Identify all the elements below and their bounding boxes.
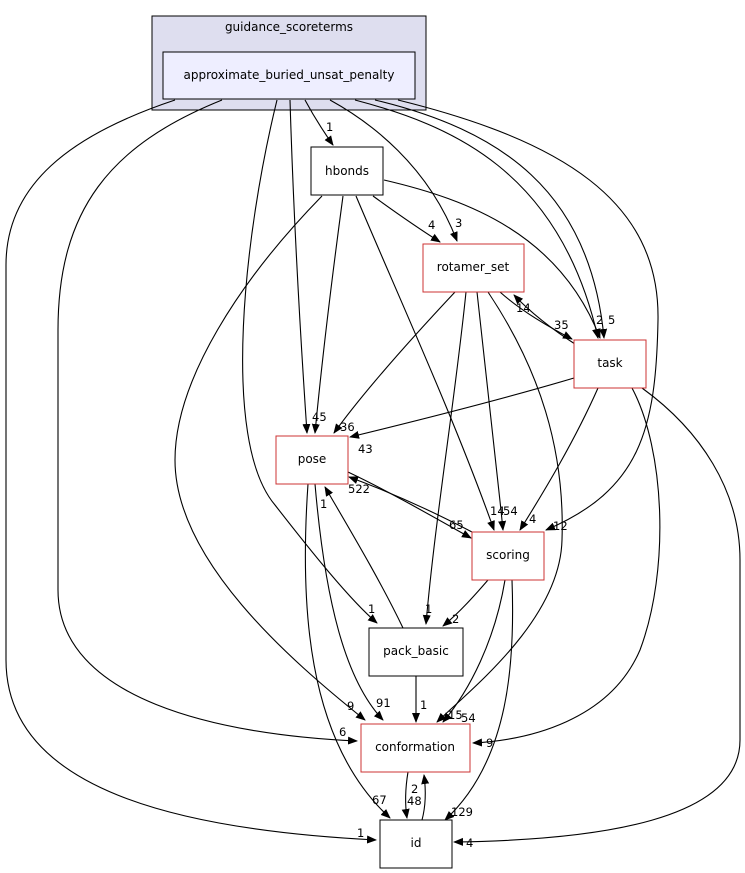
edge-label: 65 [449,518,464,532]
edge-label: 6 [339,725,346,739]
node-id-label: id [411,836,422,850]
edge-label: 1 [320,497,327,511]
edge-task-conformation [472,387,661,747]
edge-label: 14 [490,504,505,518]
edge-rotamer-set-scoring [476,291,507,531]
node-conformation-label: conformation [375,740,455,754]
node-scoring-box[interactable] [471,531,545,581]
edge-label: 48 [407,794,422,808]
edge-scoring-pose [348,476,473,533]
edge-pose-conformation [314,483,384,721]
edge-label: 1 [357,826,364,840]
node-hbonds[interactable]: hbonds [310,146,384,196]
node-scoring[interactable]: scoring [471,531,545,581]
node-hbonds-label: hbonds [325,164,369,178]
focus-node-approximate-buried-unsat-penalty[interactable]: approximate_buried_unsat_penalty [162,51,416,100]
node-scoring-label: scoring [486,548,530,562]
cluster-label: guidance_scoreterms [225,20,353,34]
edge-abup-pose [289,99,311,434]
edge-abup-scoring [397,99,659,531]
edge-abup-id [5,99,377,844]
node-id-box[interactable] [379,819,453,869]
edge-label: 91 [376,696,391,710]
edge-label: 43 [358,442,373,456]
edge-pose-id [304,483,391,819]
edge-task-id [453,387,741,846]
edge-label: 5 [608,313,615,327]
edge-label: 1 [326,120,333,134]
edge-label: 45 [312,410,327,424]
edge-rotamer-set-conformation [436,291,563,723]
node-pose[interactable]: pose [275,435,349,485]
edge-label: 4 [466,836,473,850]
node-id[interactable]: id [379,819,453,869]
edge-label: 12 [553,519,568,533]
edge-abup-rotamer-set [329,99,458,242]
edge-scoring-pack-basic [442,579,489,627]
edges [5,99,741,846]
edge-scoring-conformation [442,579,506,723]
edge-label: 3 [455,216,462,230]
edge-label: 14 [516,301,531,315]
edge-label: 1 [368,602,375,616]
edge-rotamer-set-pack-basic [422,291,467,625]
focus-node-label: approximate_buried_unsat_penalty [184,68,395,82]
edge-label: 54 [461,711,476,725]
edge-label: 129 [451,805,473,819]
edge-scoring-id [444,579,514,821]
node-rotamer-set[interactable]: rotamer_set [422,243,525,293]
edge-rotamer-set-task [499,291,573,340]
edge-hbonds-task [383,179,601,339]
edge-label: 4 [529,512,536,526]
edge-abup-hbonds [304,99,334,146]
edge-rotamer-set-pose [333,291,456,434]
node-pack-basic[interactable]: pack_basic [368,627,464,677]
edge-label: 9 [486,736,493,750]
node-conformation-box[interactable] [360,723,471,773]
edge-pack-basic-pose [324,486,404,629]
edge-label: 54 [503,504,518,518]
edge-abup-pack-basic [242,99,378,624]
node-task-box[interactable] [573,339,647,389]
edge-hbonds-rotamer-set [372,195,441,243]
edge-task-rotamer-set [513,294,579,347]
edge-abup-task-b [374,99,608,339]
edge-hbonds-pose [311,195,344,434]
edge-label: 35 [554,318,569,332]
edge-label: 1 [420,698,427,712]
edge-pose-scoring [347,471,472,539]
edge-label: 2 [452,612,459,626]
edge-hbonds-scoring [355,195,495,531]
edge-label: 36 [340,420,355,434]
edge-id-conformation [421,774,430,821]
node-rotamer-set-label: rotamer_set [437,260,510,274]
edge-label: 522 [348,482,370,496]
edge-label: 2 [411,782,418,796]
edge-abup-conformation [57,99,358,745]
node-task-label: task [597,356,622,370]
edge-abup-task-a [354,99,600,339]
edge-label: 9 [347,699,354,713]
node-pose-label: pose [298,452,327,466]
edge-label: 15 [448,708,463,722]
edge-label: 1 [425,602,432,616]
node-pose-box[interactable] [275,435,349,485]
edge-label: 4 [428,218,435,232]
node-hbonds-box[interactable] [310,146,384,196]
edge-hbonds-conformation [174,195,366,721]
node-rotamer-set-box[interactable] [422,243,525,293]
node-conformation[interactable]: conformation [360,723,471,773]
node-pack-basic-box[interactable] [368,627,464,677]
edge-task-pose [349,377,575,439]
edge-task-scoring [519,387,599,531]
edge-conformation-id [401,771,410,819]
node-task[interactable]: task [573,339,647,389]
edge-label: 2 [596,313,603,327]
edge-labels: 1 3 4 2 5 35 14 45 36 43 522 1 65 14 54 … [312,120,615,850]
edge-label: 67 [372,793,387,807]
focus-node-box[interactable] [162,51,416,100]
node-pack-basic-label: pack_basic [383,644,449,658]
